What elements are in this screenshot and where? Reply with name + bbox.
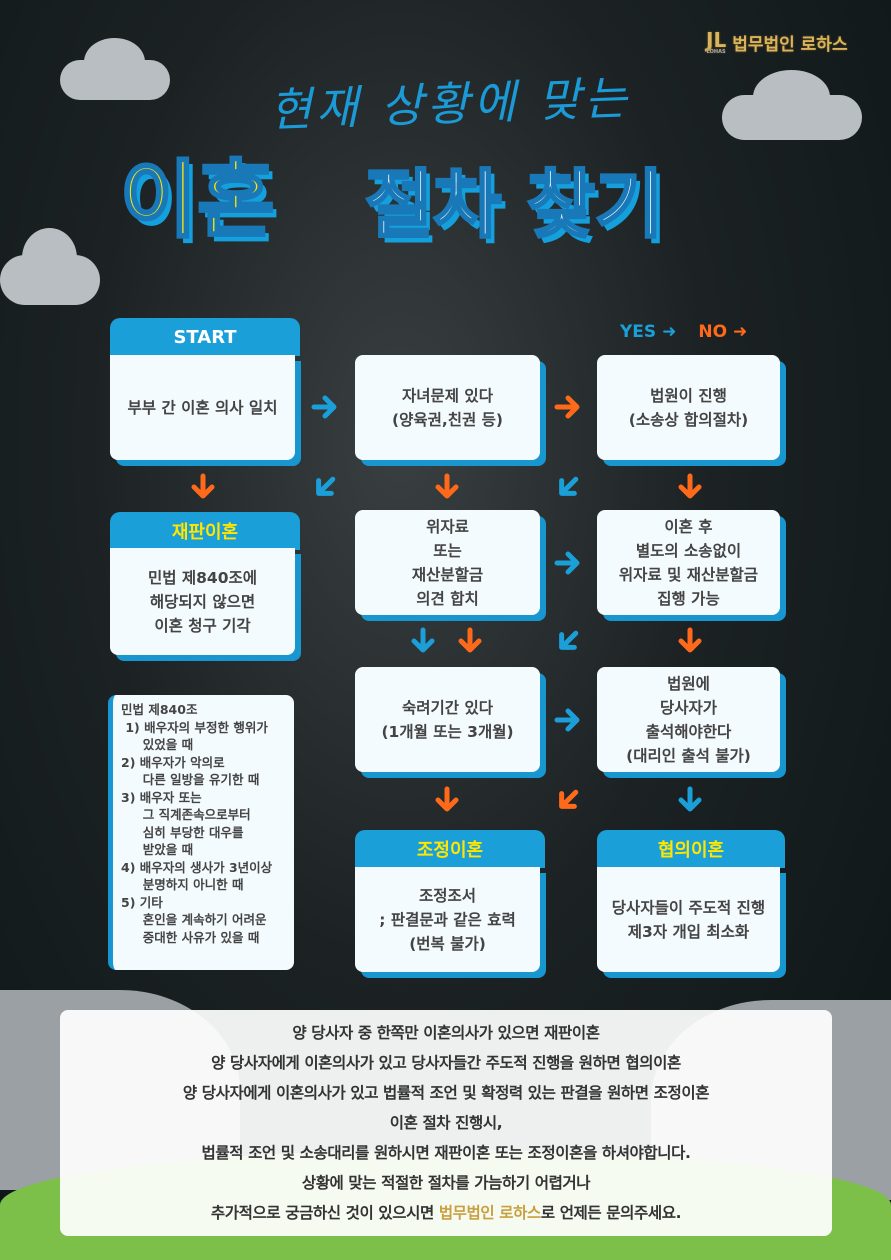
box-cooling-period: 숙려기간 있다 (1개월 또는 3개월): [355, 667, 540, 772]
flow-arrow-icon: [554, 395, 580, 419]
summary-line-contact: 추가적으로 궁금하신 것이 있으시면 법무법인 로하스로 언제든 문의주세요.: [210, 1204, 682, 1222]
summary-line: 상황에 맞는 적절한 절차를 가늠하기 어렵거나: [301, 1174, 591, 1192]
cloud-decoration: [0, 227, 100, 305]
flow-arrow-icon: [458, 627, 482, 653]
brand-inline: 법무법인 로하스: [438, 1204, 541, 1222]
legend-no: NO ➜: [698, 322, 748, 342]
flow-arrow-icon: [411, 627, 435, 653]
box-court-attendance: 법원에 당사자가 출석해야한다 (대리인 출석 불가): [597, 667, 780, 772]
subtitle: 현재 상황에 맞는: [268, 70, 632, 138]
box-mutual-consent: 부부 간 이혼 의사 일치: [110, 355, 295, 460]
flow-arrow-icon: [554, 708, 580, 732]
summary-line: 법률적 조언 및 소송대리를 원하시면 재판이혼 또는 조정이혼을 하셔야합니다…: [201, 1144, 691, 1162]
flow-arrow-icon: [559, 630, 579, 650]
tab-trial-divorce: 재판이혼: [110, 512, 300, 550]
box-alimony-agreement: 위자료 또는 재산분할금 의견 합치: [355, 510, 540, 615]
summary-line: 양 당사자 중 한쪽만 이혼의사가 있으면 재판이혼: [292, 1024, 600, 1042]
flow-arrow-icon: [554, 551, 580, 575]
flow-arrow-icon: [435, 473, 459, 499]
summary-line: 이혼 절차 진행시,: [389, 1114, 503, 1132]
tab-start: START: [110, 318, 300, 356]
flow-arrow-icon: [316, 476, 336, 496]
logo-text: 법무법인 로하스: [732, 35, 848, 55]
cloud-decoration: [60, 38, 170, 100]
box-trial-result: 민법 제840조에 해당되지 않으면 이혼 청구 기각: [110, 548, 295, 655]
summary-line: 양 당사자에게 이혼의사가 있고 법률적 조언 및 확정력 있는 판결을 원하면…: [182, 1084, 710, 1102]
cloud-decoration: [722, 70, 862, 140]
box-mediation-result: 조정조서 ; 판결문과 같은 효력 (번복 불가): [355, 867, 540, 972]
tab-agreement-divorce: 협의이혼: [597, 830, 785, 868]
box-enforcement: 이혼 후 별도의 소송없이 위자료 및 재산분할금 집행 가능: [597, 510, 780, 615]
flow-arrow-icon: [435, 786, 459, 812]
flow-arrow-icon: [678, 473, 702, 499]
summary-line: 양 당사자에게 이혼의사가 있고 당사자들간 주도적 진행을 원하면 협의이혼: [211, 1054, 681, 1072]
flow-arrow-icon: [559, 476, 579, 496]
flow-arrow-icon: [311, 395, 337, 419]
flow-arrow-icon: [191, 473, 215, 499]
title-highlight: 이혼: [119, 150, 277, 251]
box-child-issue: 자녀문제 있다 (양육권,친권 등): [355, 355, 540, 460]
flow-arrow-icon: [678, 786, 702, 812]
tab-mediation-divorce: 조정이혼: [355, 830, 545, 868]
legend-yes: YES ➜: [620, 322, 677, 342]
box-agreement-result: 당사자들이 주도적 진행 제3자 개입 최소화: [597, 867, 780, 972]
summary-panel: 양 당사자 중 한쪽만 이혼의사가 있으면 재판이혼 양 당사자에게 이혼의사가…: [60, 1010, 832, 1236]
legend: YES ➜ NO ➜: [620, 322, 747, 342]
title-main: 절차 찾기: [363, 161, 664, 250]
flow-arrow-icon: [559, 789, 579, 809]
box-court-proceeding: 법원이 진행 (소송상 합의절차): [597, 355, 780, 460]
article-840-list: 민법 제840조 1) 배우자의 부정한 행위가 있었을 때 2) 배우자가 악…: [108, 695, 294, 970]
flow-arrow-icon: [678, 627, 702, 653]
